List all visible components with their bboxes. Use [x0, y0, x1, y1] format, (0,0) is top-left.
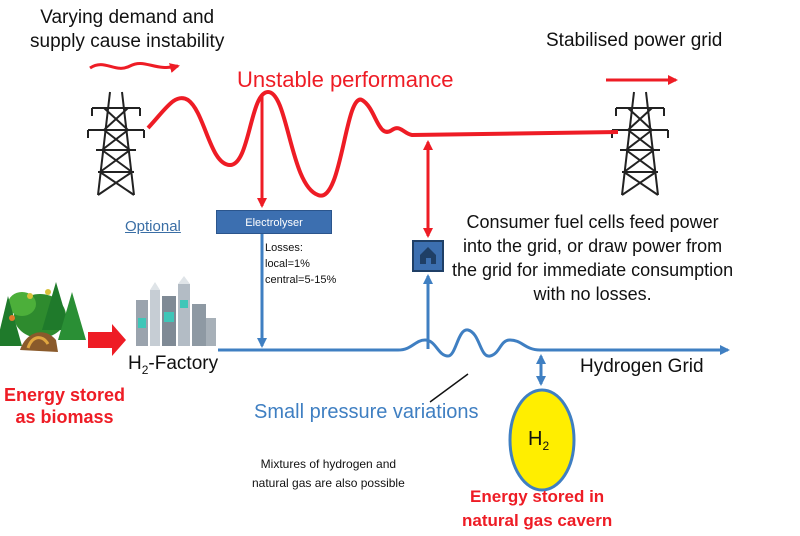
biomass-line-2: as biomass	[15, 407, 114, 427]
house-icon	[412, 240, 444, 272]
cavern-sub: 2	[542, 439, 550, 453]
optional-caption: Optional	[125, 218, 181, 235]
cavern-line-1: Energy stored in	[470, 487, 605, 506]
pressure-pointer-line	[429, 373, 469, 403]
electrolyser-box: Electrolyser	[216, 210, 332, 234]
demand-arrow	[89, 61, 180, 73]
cavern-h2-label: H2	[528, 428, 549, 453]
h2-factory-sub: 2	[141, 362, 149, 377]
stabilised-caption: Stabilised power grid	[546, 30, 723, 51]
demand-line-2: supply cause instability	[30, 31, 225, 52]
consumer-line-4: with no losses.	[533, 284, 652, 304]
consumer-line-3: the grid for immediate consumption	[452, 260, 734, 280]
unstable-caption: Unstable performance	[237, 67, 454, 92]
h2-factory-h: H	[128, 353, 142, 374]
biomass-line-1: Energy stored	[4, 385, 126, 405]
hydrogen-grid-line	[218, 328, 730, 358]
cavern-caption: Energy stored in natural gas cavern	[462, 485, 612, 533]
h2-factory-icon	[136, 276, 216, 346]
cavern-line-2: natural gas cavern	[462, 511, 613, 530]
unstable-power-line	[146, 89, 619, 198]
mixtures-line-1: Mixtures of hydrogen and	[260, 457, 397, 471]
demand-caption: Varying demand and supply cause instabil…	[30, 6, 224, 54]
transmission-tower-left-icon	[87, 91, 145, 196]
h2-factory-caption: H2-Factory	[128, 353, 218, 377]
consumer-line-2: into the grid, or draw power from	[463, 236, 723, 256]
consumer-line-1: Consumer fuel cells feed power	[466, 212, 719, 232]
losses-line-1: Losses:	[265, 242, 303, 254]
transmission-tower-right-icon	[611, 91, 669, 196]
biomass-arrow	[88, 324, 126, 356]
hydrogen-grid-caption: Hydrogen Grid	[580, 356, 704, 377]
biomass-caption: Energy stored as biomass	[4, 384, 125, 428]
losses-caption: Losses: local=1% central=5-15%	[265, 240, 336, 288]
mixtures-line-2: natural gas are also possible	[252, 476, 405, 490]
mixtures-caption: Mixtures of hydrogen and natural gas are…	[252, 455, 405, 493]
pressure-caption: Small pressure variations	[254, 401, 479, 423]
h2-factory-rest: -Factory	[148, 353, 219, 374]
biomass-trees-icon	[0, 282, 86, 352]
losses-line-3: central=5-15%	[265, 274, 337, 286]
gas-cavern-ellipse	[508, 388, 576, 492]
demand-line-1: Varying demand and	[40, 7, 215, 28]
losses-line-2: local=1%	[265, 258, 310, 270]
cavern-h: H	[528, 428, 543, 450]
consumer-caption: Consumer fuel cells feed power into the …	[452, 210, 733, 306]
